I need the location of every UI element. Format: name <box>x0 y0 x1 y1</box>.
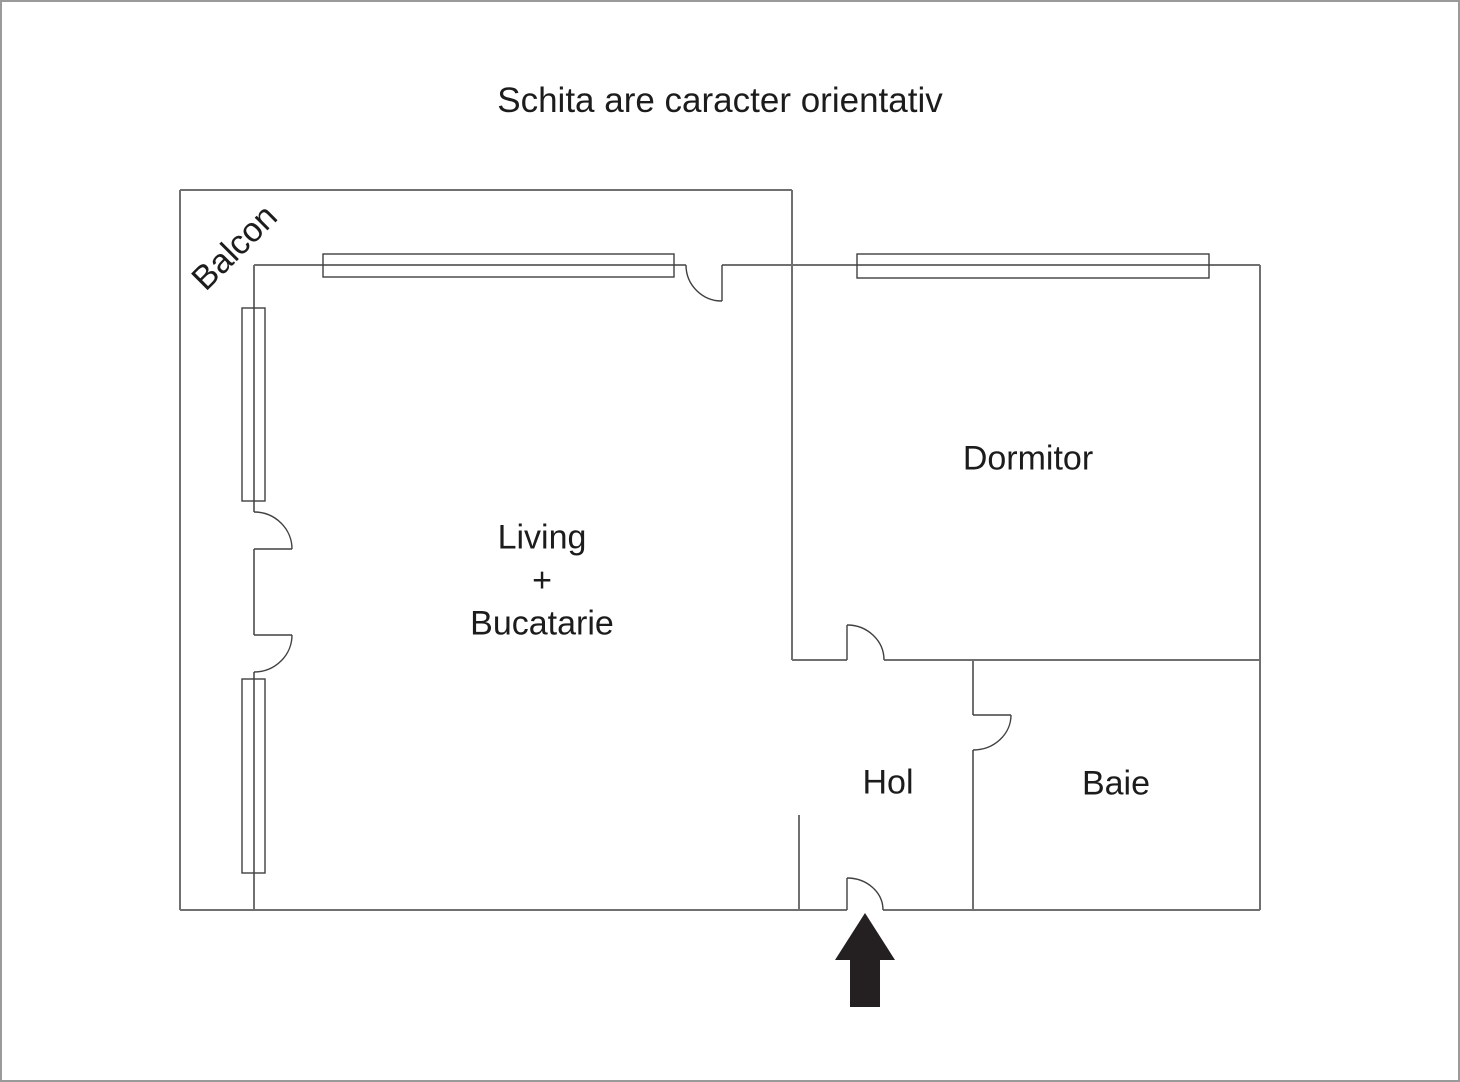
door-balcony-top <box>685 264 723 302</box>
walls <box>179 189 1261 911</box>
door-living-balcony-upper <box>253 511 293 550</box>
door-balcony-top-arc <box>685 264 723 302</box>
window-living-top <box>322 253 675 278</box>
window-living-left-lower <box>241 678 266 874</box>
door-entrance-arc <box>846 877 884 911</box>
room-label-bathroom: Baie <box>1081 764 1151 803</box>
room-label-bedroom: Dormitor <box>962 439 1094 478</box>
door-bedroom <box>846 624 885 661</box>
room-label-living-line3: Bucatarie <box>470 604 614 643</box>
door-bathroom-arc <box>972 714 1012 751</box>
windows <box>241 253 1210 874</box>
room-label-hallway: Hol <box>862 763 914 802</box>
door-living-balcony-lower-arc <box>253 634 293 673</box>
room-label-living-line2: + <box>532 561 552 600</box>
door-living-balcony-lower <box>253 634 293 673</box>
page-title: Schita are caracter orientativ <box>497 81 943 120</box>
door-bedroom-arc <box>846 624 885 661</box>
room-label-living: Living + Bucatarie <box>470 517 614 646</box>
window-living-left-upper <box>241 307 266 502</box>
room-label-living-line1: Living <box>497 518 587 557</box>
door-bathroom <box>972 714 1012 751</box>
entrance-arrow-icon <box>835 913 895 1007</box>
door-entrance <box>846 877 884 911</box>
doors <box>253 264 1012 911</box>
door-living-balcony-upper-arc <box>253 511 293 550</box>
window-bedroom-top <box>856 253 1210 279</box>
